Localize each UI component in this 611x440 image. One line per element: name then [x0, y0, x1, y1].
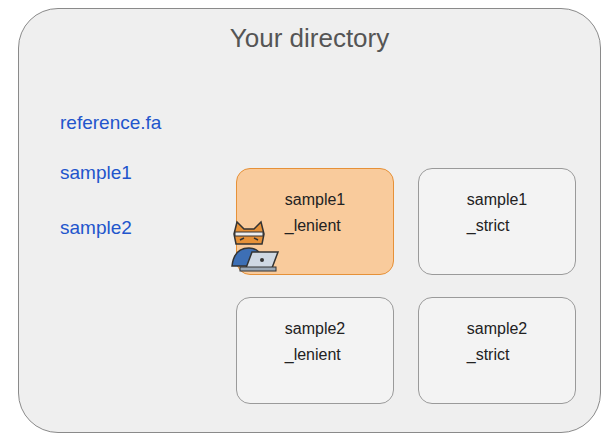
folder-name: sample2 _strict [467, 316, 527, 368]
folder-box: sample2 _lenient [236, 297, 394, 404]
folder-box: sample1 _strict [418, 168, 576, 275]
folder-name: sample1 _strict [467, 187, 527, 239]
file-name: reference.fa [60, 112, 161, 134]
folder-name: sample1 _lenient [285, 187, 345, 239]
folder-name: sample2 _lenient [285, 316, 345, 368]
file-name: sample2 [60, 217, 132, 239]
file-name: sample1 [60, 162, 132, 184]
cat-laptop-icon [226, 220, 284, 274]
folder-box: sample2 _strict [418, 297, 576, 404]
panel-title: Your directory [19, 23, 600, 54]
